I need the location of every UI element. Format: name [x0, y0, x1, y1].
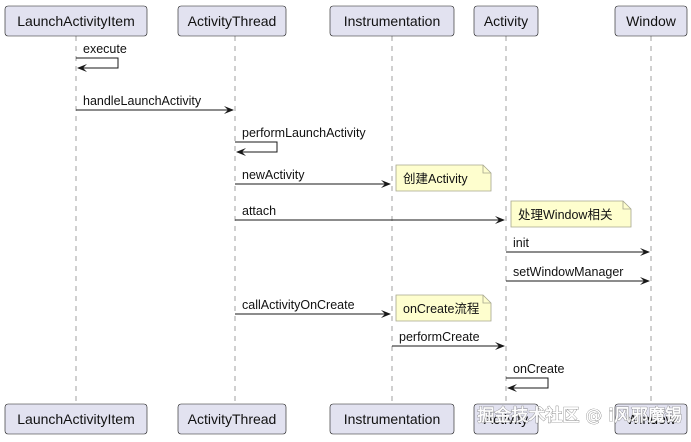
message-newActivity: newActivity — [235, 168, 391, 188]
participant-label: LaunchActivityItem — [17, 411, 135, 427]
participant-label: ActivityThread — [188, 13, 277, 29]
message-label: performLaunchActivity — [242, 126, 366, 140]
note-shape — [395, 294, 492, 322]
participant-top-0: LaunchActivityItem — [4, 5, 148, 37]
note-0: 创建Activity — [395, 164, 492, 192]
participant-label: Activity — [484, 411, 528, 427]
participant-top-3: Activity — [473, 5, 539, 37]
message-handleLaunchActivity: handleLaunchActivity — [76, 94, 234, 114]
participant-bottom-3: Activity — [473, 403, 539, 435]
message-performLaunchActivity: performLaunchActivity — [235, 126, 366, 156]
participant-bottom-4: Window — [614, 403, 688, 435]
message-callActivityOnCreate: callActivityOnCreate — [235, 298, 391, 318]
participant-top-4: Window — [614, 5, 688, 37]
message-label: newActivity — [242, 168, 305, 182]
note-text: 处理Window相关 — [518, 208, 612, 222]
participant-label: Window — [626, 13, 677, 29]
participant-box — [614, 403, 688, 435]
note-shape — [510, 200, 632, 228]
participant-label: ActivityThread — [188, 411, 277, 427]
note-shape — [395, 164, 492, 192]
arrow-head — [381, 180, 391, 188]
message-label: execute — [83, 42, 127, 56]
note-text: 创建Activity — [403, 172, 468, 186]
watermark-text: 掘金技术社区 @ i风邪魔锡 — [477, 405, 682, 426]
arrow-head — [507, 384, 517, 392]
arrow-head — [224, 106, 234, 114]
message-init: init — [506, 236, 650, 256]
note-fold — [482, 165, 491, 174]
participant-label: Activity — [484, 13, 528, 29]
arrow-head — [640, 277, 650, 285]
participant-box — [473, 403, 539, 435]
arrow-head — [236, 148, 246, 156]
participant-top-1: ActivityThread — [177, 5, 287, 37]
self-message-line — [506, 377, 549, 389]
note-2: onCreate流程 — [395, 294, 492, 322]
arrow-head — [495, 342, 505, 350]
participant-label: Window — [626, 411, 677, 427]
message-label: onCreate — [513, 362, 564, 376]
participant-bottom-0: LaunchActivityItem — [4, 403, 148, 435]
participant-label: Instrumentation — [344, 13, 441, 29]
message-label: init — [513, 236, 530, 250]
message-setWindowManager: setWindowManager — [506, 265, 650, 285]
arrow-head — [77, 64, 87, 72]
note-fold — [622, 201, 631, 210]
message-performCreate: performCreate — [392, 330, 505, 350]
message-onCreate: onCreate — [506, 362, 564, 392]
self-message-line — [76, 57, 119, 69]
message-label: handleLaunchActivity — [83, 94, 202, 108]
self-message-line — [235, 141, 278, 153]
arrow-head — [381, 310, 391, 318]
participant-bottom-2: Instrumentation — [329, 403, 455, 435]
participant-label: LaunchActivityItem — [17, 13, 135, 29]
participant-bottom-1: ActivityThread — [177, 403, 287, 435]
participant-top-2: Instrumentation — [329, 5, 455, 37]
participant-box — [614, 5, 688, 37]
participant-box — [329, 403, 455, 435]
note-fold — [482, 295, 491, 304]
participant-box — [177, 403, 287, 435]
message-execute: execute — [76, 42, 127, 72]
arrow-head — [640, 248, 650, 256]
participant-box — [4, 403, 148, 435]
note-1: 处理Window相关 — [510, 200, 632, 228]
participant-box — [473, 5, 539, 37]
participant-label: Instrumentation — [344, 411, 441, 427]
participant-box — [177, 5, 287, 37]
message-label: performCreate — [399, 330, 480, 344]
participant-box — [329, 5, 455, 37]
message-label: callActivityOnCreate — [242, 298, 355, 312]
message-label: setWindowManager — [513, 265, 623, 279]
participant-box — [4, 5, 148, 37]
message-attach: attach — [235, 204, 505, 224]
arrow-head — [495, 216, 505, 224]
note-text: onCreate流程 — [403, 301, 480, 316]
message-label: attach — [242, 204, 276, 218]
